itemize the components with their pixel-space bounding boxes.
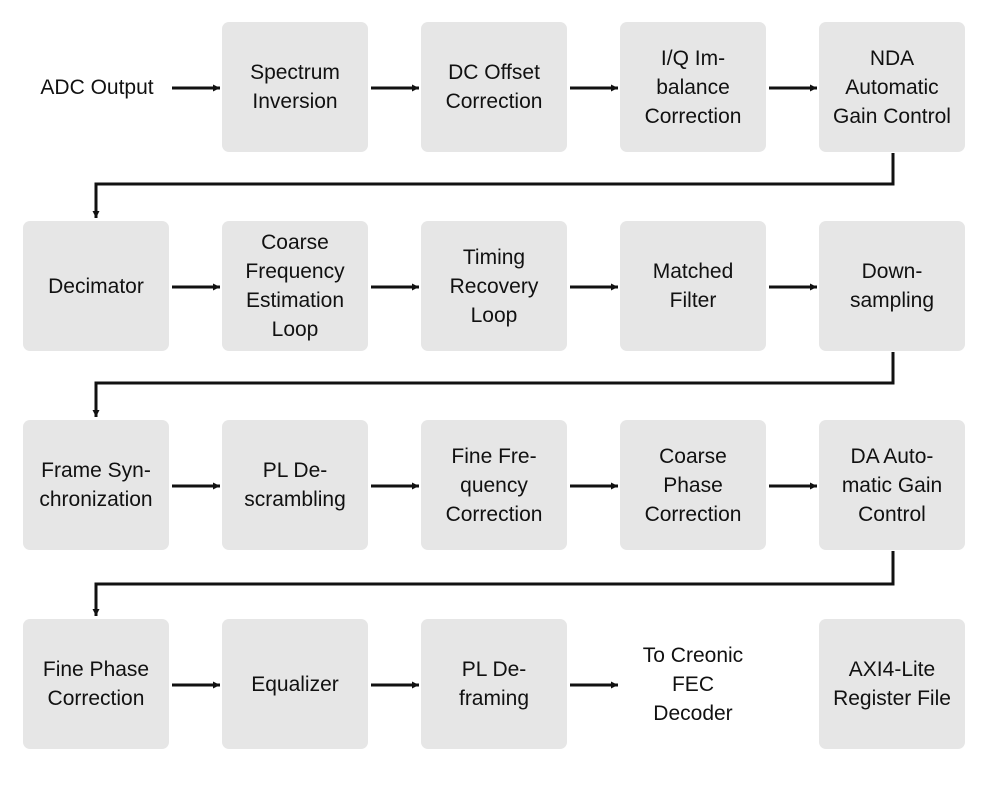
fec-decoder-output-text: To Creonic FEC Decoder: [642, 643, 744, 725]
downsampling-label: Down- sampling: [849, 260, 935, 312]
iq-imbalance-correction-block: I/Q Im- balance Correction: [620, 22, 766, 152]
connector-row2-to-row3: [92, 352, 895, 417]
decimator-block: Decimator: [23, 221, 169, 351]
pl-descrambling-block: PL De- scrambling: [222, 420, 368, 550]
fine-frequency-correction-label: Fine Fre- quency Correction: [445, 444, 543, 526]
connector-row3-to-row4: [92, 551, 895, 616]
dc-offset-correction-block: DC Offset Correction: [421, 22, 567, 152]
pl-descrambling-label: PL De- scrambling: [244, 459, 346, 511]
fine-phase-correction-block: Fine Phase Correction: [23, 619, 169, 749]
pl-deframing-label: PL De- framing: [458, 658, 530, 710]
timing-recovery-loop-block: Timing Recovery Loop: [421, 221, 567, 351]
iq-imbalance-correction-label: I/Q Im- balance Correction: [644, 46, 742, 128]
axi4-lite-register-file-label: AXI4-Lite Register File: [833, 658, 951, 710]
timing-recovery-loop-label: Timing Recovery Loop: [449, 245, 539, 327]
adc-output-label: ADC Output: [18, 22, 176, 152]
adc-output-text: ADC Output: [40, 75, 154, 99]
coarse-frequency-estimation-block: Coarse Frequency Estimation Loop: [222, 221, 368, 351]
matched-filter-block: Matched Filter: [620, 221, 766, 351]
coarse-frequency-estimation-label: Coarse Frequency Estimation Loop: [245, 231, 345, 341]
axi4-lite-register-file-block: AXI4-Lite Register File: [819, 619, 965, 749]
equalizer-label: Equalizer: [251, 672, 339, 696]
da-agc-label: DA Auto- matic Gain Control: [841, 444, 943, 526]
nda-agc-block: NDA Automatic Gain Control: [819, 22, 965, 152]
connector-row1-to-row2: [92, 153, 895, 218]
fine-phase-correction-label: Fine Phase Correction: [42, 658, 150, 710]
equalizer-block: Equalizer: [222, 619, 368, 749]
pl-deframing-block: PL De- framing: [421, 619, 567, 749]
coarse-phase-correction-block: Coarse Phase Correction: [620, 420, 766, 550]
dc-offset-correction-label: DC Offset Correction: [445, 61, 543, 113]
downsampling-block: Down- sampling: [819, 221, 965, 351]
nda-agc-label: NDA Automatic Gain Control: [833, 46, 951, 128]
spectrum-inversion-block: Spectrum Inversion: [222, 22, 368, 152]
frame-synchronization-block: Frame Syn- chronization: [23, 420, 169, 550]
matched-filter-label: Matched Filter: [652, 260, 734, 312]
frame-synchronization-label: Frame Syn- chronization: [39, 459, 153, 511]
decimator-label: Decimator: [48, 274, 144, 298]
coarse-phase-correction-label: Coarse Phase Correction: [644, 444, 742, 526]
da-agc-block: DA Auto- matic Gain Control: [819, 420, 965, 550]
spectrum-inversion-label: Spectrum Inversion: [250, 61, 340, 113]
fine-frequency-correction-block: Fine Fre- quency Correction: [421, 420, 567, 550]
fec-decoder-output-label: To Creonic FEC Decoder: [620, 619, 766, 749]
